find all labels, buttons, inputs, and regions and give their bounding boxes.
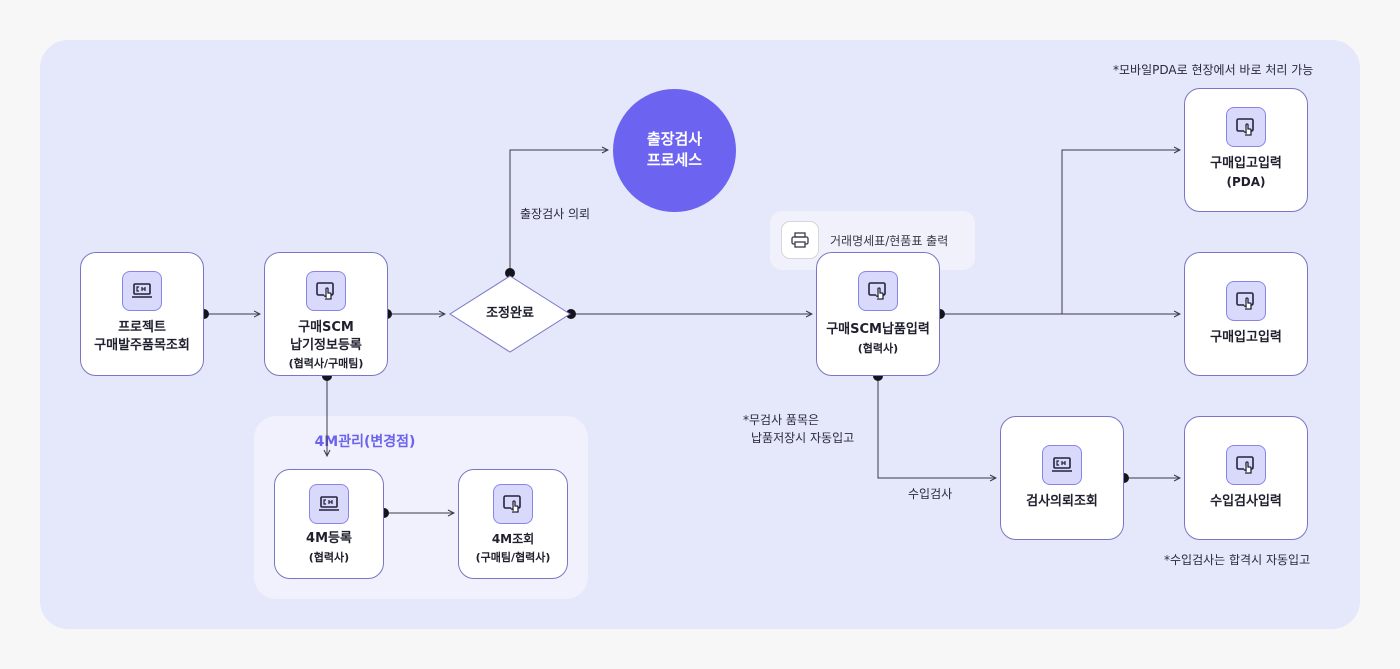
touch-icon [1226, 281, 1266, 321]
touch-icon [1226, 107, 1266, 147]
print-docs-label: 거래명세표/현품표 출력 [830, 234, 949, 248]
print-button[interactable] [781, 221, 819, 259]
node-receipt[interactable]: 구매입고입력 [1184, 252, 1308, 376]
node-project-order-lookup[interactable]: 프로젝트 구매발주품목조회 [80, 252, 204, 376]
node-inspection-lookup-line1: 검사의뢰조회 [1026, 494, 1098, 509]
edge-label-incoming-inspection: 수입검사 [908, 487, 953, 501]
dot-adjust-right [566, 309, 576, 319]
monitor-icon [309, 484, 349, 524]
edge-adjust-to-field [509, 150, 608, 273]
note-pass-auto: *수입검사는 합격시 자동입고 [1164, 553, 1311, 567]
note-pda: *모바일PDA로 현장에서 바로 처리 가능 [1113, 63, 1314, 77]
node-project-line1: 프로젝트 [118, 320, 166, 335]
dot-adjust-top [505, 268, 515, 278]
monitor-icon [122, 271, 162, 311]
touch-icon [306, 271, 346, 311]
node-inspection-entry-line1: 수입검사입력 [1210, 494, 1282, 509]
edge-label-field-request: 출장검사 의뢰 [520, 207, 591, 221]
node-delivery-line2: 납기정보등록 [290, 338, 362, 353]
node-receipt-pda-sub: (PDA) [1226, 175, 1266, 189]
node-delivery-info-entry[interactable]: 구매SCM 납기정보등록 (협력사/구매팀) [264, 252, 388, 376]
adjust-done-label: 조정완료 [486, 306, 534, 321]
edge-scm-to-inspection [877, 376, 996, 478]
node-receipt-line1: 구매입고입력 [1210, 330, 1282, 345]
m4-group-title: 4M관리(변경점) [314, 434, 416, 450]
node-incoming-inspection-entry[interactable]: 수입검사입력 [1184, 416, 1308, 540]
node-inspection-request-lookup[interactable]: 검사의뢰조회 [1000, 416, 1124, 540]
note-no-inspect-1: *무검사 품목은 [743, 413, 820, 427]
printer-icon [791, 232, 809, 248]
node-project-line2: 구매발주품목조회 [94, 338, 190, 353]
edge-to-receipt-pda [1061, 150, 1180, 314]
touch-icon [858, 271, 898, 311]
note-no-inspect-2: 납품저장시 자동입고 [751, 431, 855, 445]
node-scm-sub: (협력사) [857, 342, 899, 355]
field-inspection-line1: 출장검사 [646, 130, 703, 148]
field-inspection-line2: 프로세스 [646, 151, 703, 169]
node-delivery-line1: 구매SCM [298, 320, 354, 335]
node-scm-line1: 구매SCM납품입력 [826, 322, 930, 337]
touch-icon [1226, 445, 1266, 485]
node-4m-register[interactable]: 4M등록 (협력사) [274, 469, 384, 579]
node-4m-lookup-sub: (구매팀/협력사) [475, 551, 551, 564]
monitor-icon [1042, 445, 1082, 485]
node-4m-register-line1: 4M등록 [306, 531, 352, 546]
node-receipt-pda-line1: 구매입고입력 [1210, 156, 1282, 171]
node-scm-delivery-entry[interactable]: 구매SCM납품입력 (협력사) [816, 252, 940, 376]
adjust-done-diamond [449, 275, 571, 353]
node-receipt-pda[interactable]: 구매입고입력 (PDA) [1184, 88, 1308, 212]
node-delivery-sub: (협력사/구매팀) [288, 357, 364, 370]
touch-icon [493, 484, 533, 524]
node-4m-lookup[interactable]: 4M조회 (구매팀/협력사) [458, 469, 568, 579]
node-4m-lookup-line1: 4M조회 [491, 532, 535, 546]
field-inspection-process: 출장검사 프로세스 [613, 89, 736, 212]
node-4m-register-sub: (협력사) [308, 551, 350, 564]
